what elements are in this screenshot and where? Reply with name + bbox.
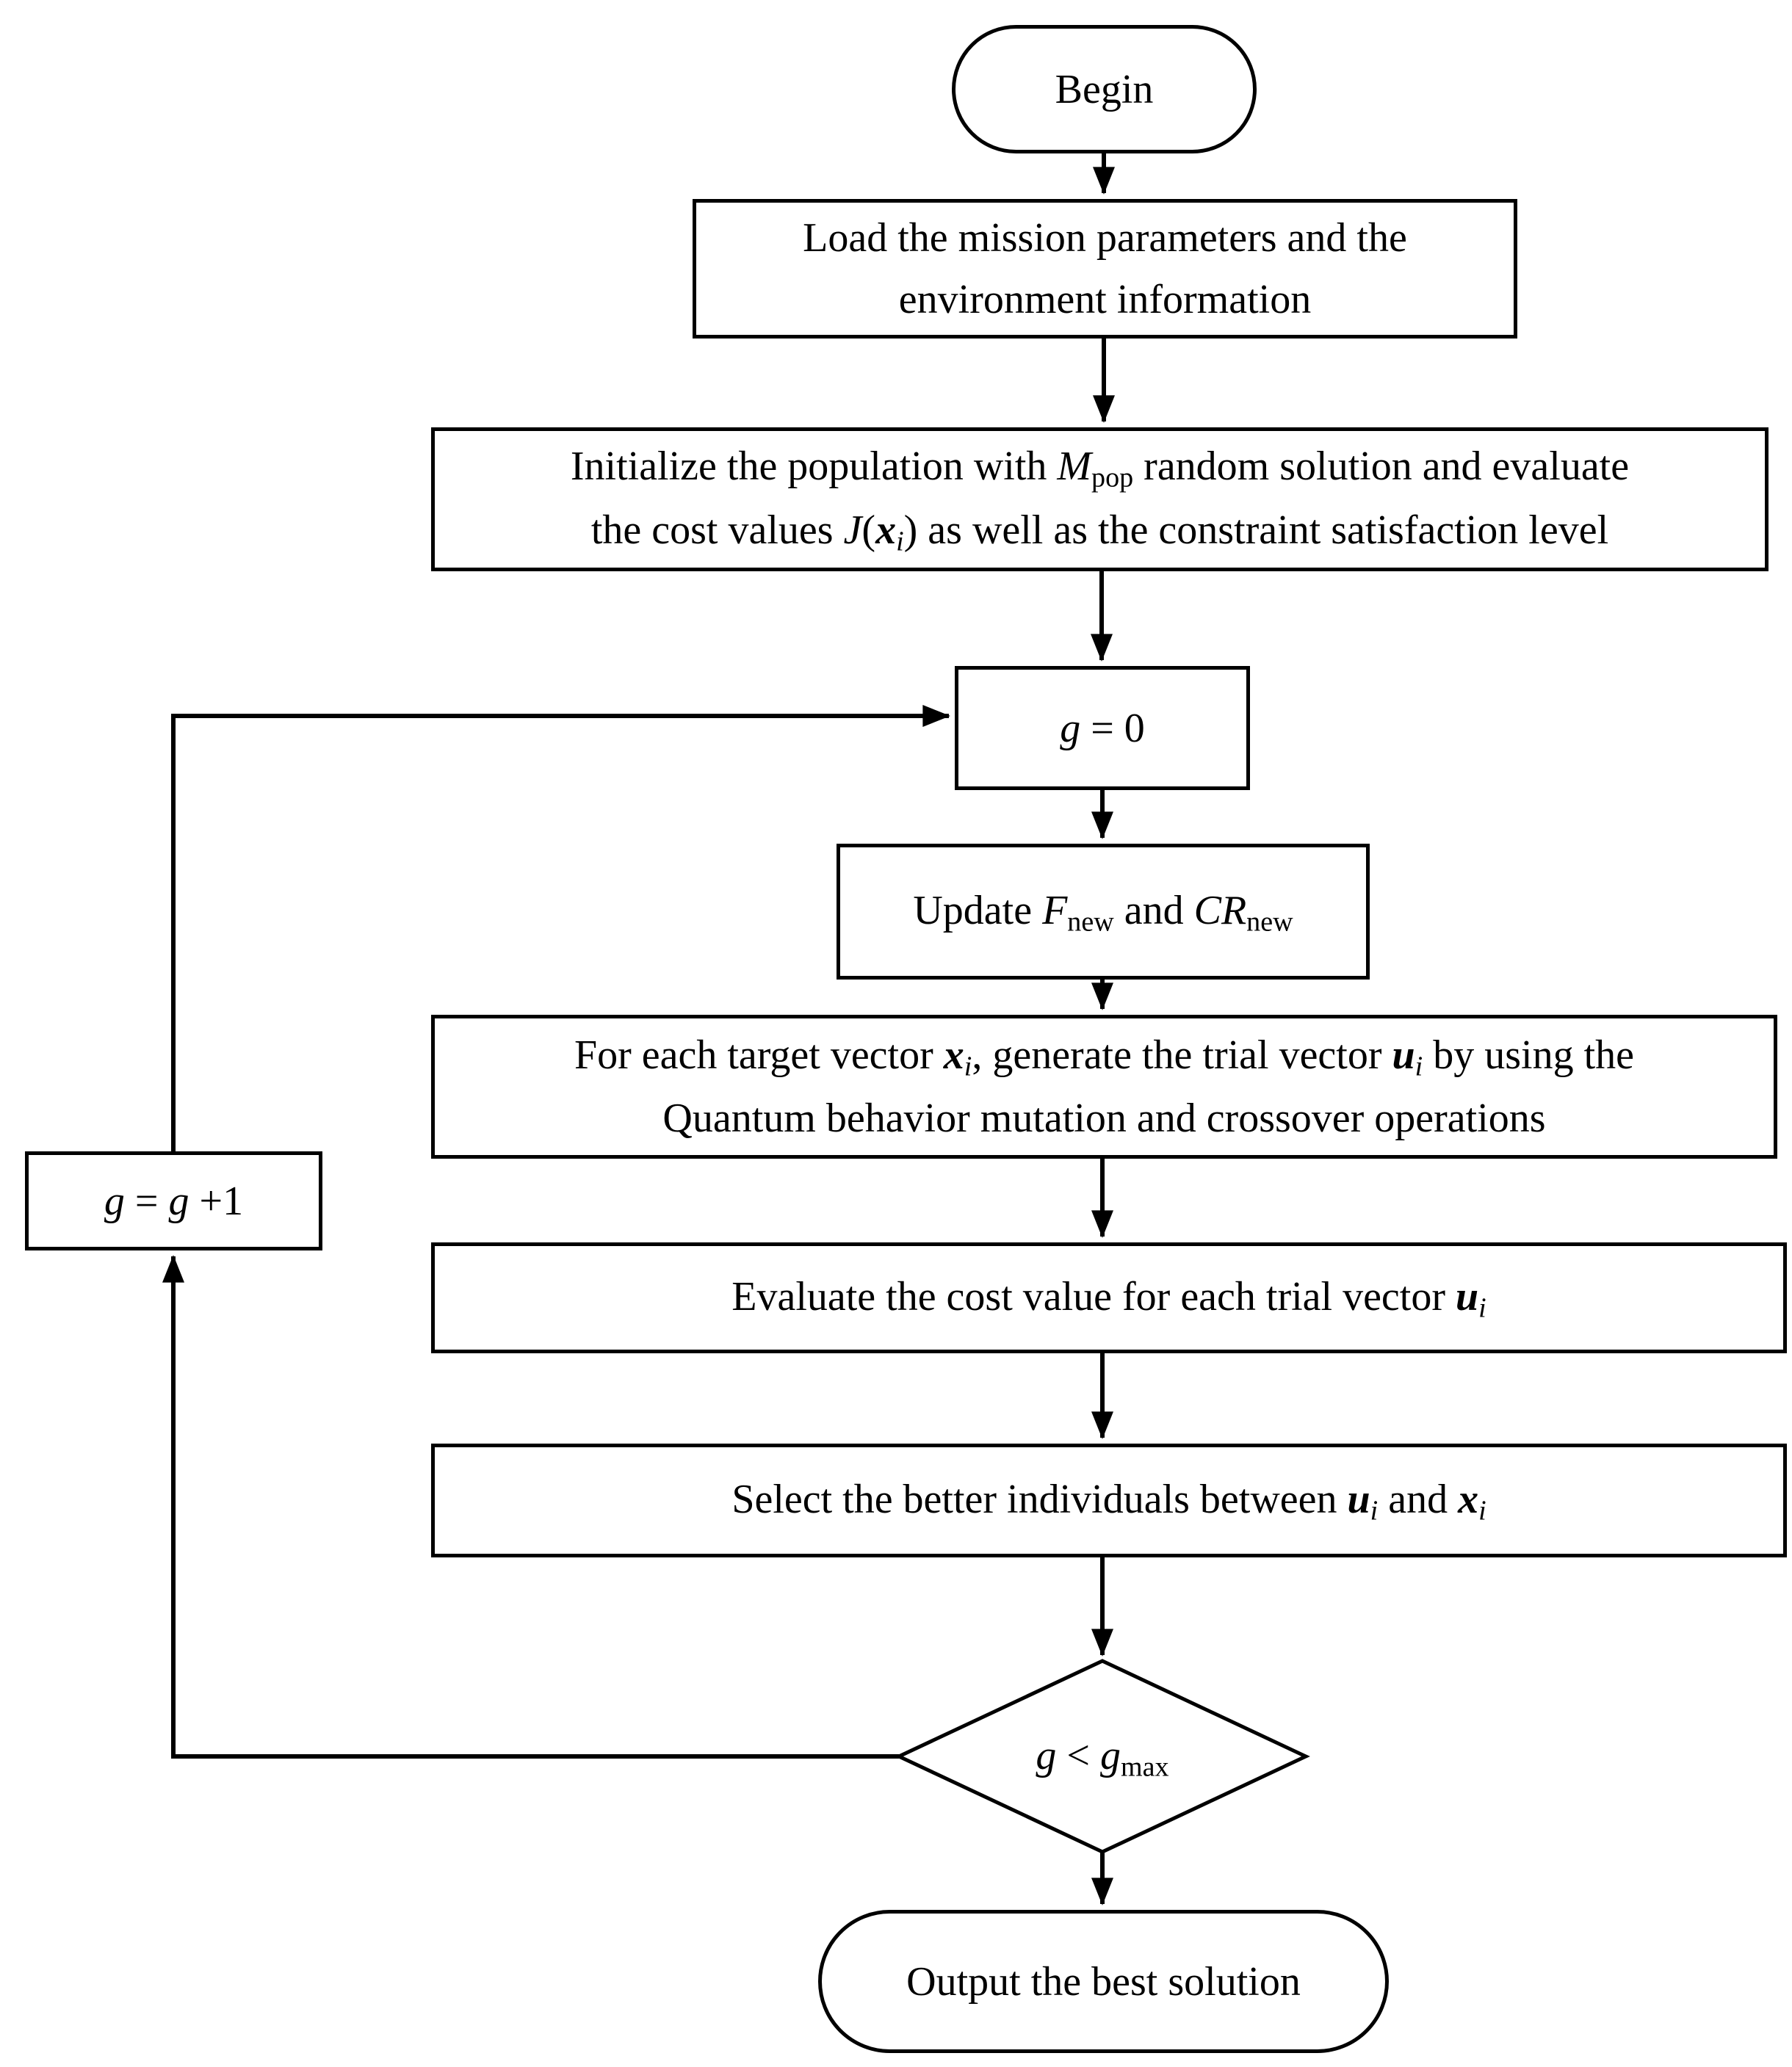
edge-g-inc-to-g-zero-loop — [171, 705, 950, 1151]
generation-check-decision-label: g < gmax — [1036, 1732, 1169, 1783]
g-equals-zero-node: g = 0 — [955, 666, 1250, 790]
generate-trial-vectors-node: For each target vector xi, generate the … — [431, 1015, 1777, 1159]
edge-decision-to-g-inc-loop — [162, 1255, 899, 1759]
begin-node: Begin — [952, 25, 1257, 153]
select-individuals-node: Select the better individuals between ui… — [431, 1444, 1787, 1557]
g-increment-node: g = g +1 — [25, 1151, 322, 1250]
evaluate-cost-node: Evaluate the cost value for each trial v… — [431, 1242, 1787, 1353]
output-node: Output the best solution — [818, 1910, 1389, 2053]
decision-diamond-shape — [895, 1659, 1310, 1854]
update-f-cr-node: Update Fnew and CRnew — [837, 844, 1370, 980]
initialize-population-node: Initialize the population with Mpop rand… — [431, 427, 1768, 571]
